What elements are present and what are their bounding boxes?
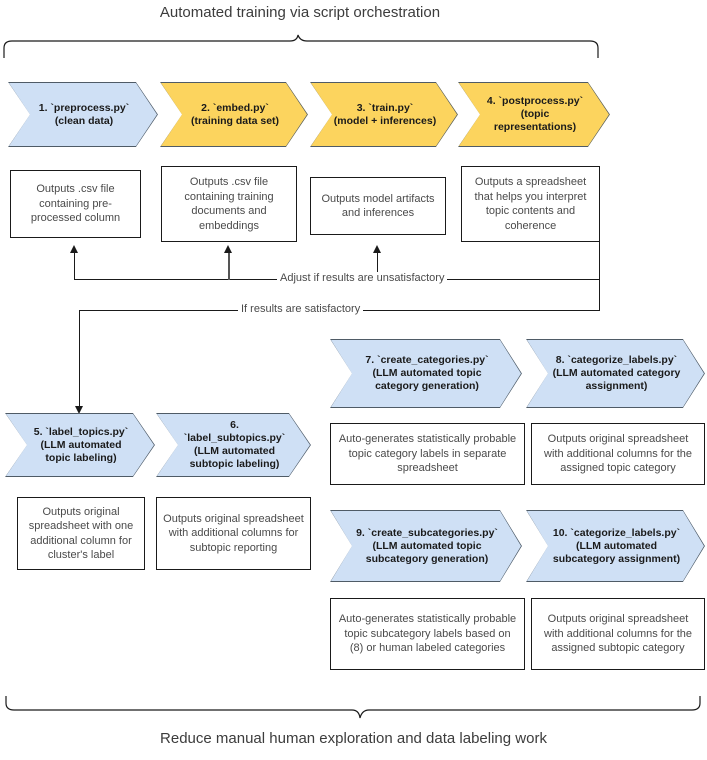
step-1-label: 1. `preprocess.py` (clean data) <box>38 101 130 127</box>
step-9-create-subcategories[interactable]: 9. `create_subcategories.py` (LLM automa… <box>330 510 522 582</box>
unsatisfactory-source-riser <box>598 242 600 280</box>
step-3-train[interactable]: 3. `train.py` (model + inferences) <box>310 82 458 147</box>
step-5-label: 5. `label_topics.py` (LLM automated topi… <box>33 425 129 464</box>
unsatisfactory-arrowhead-1 <box>70 245 78 253</box>
unsatisfactory-riser-1 <box>74 252 76 280</box>
unsatisfactory-riser-2 <box>228 252 230 280</box>
step-7-label: 7. `create_categories.py` (LLM automated… <box>365 354 489 392</box>
top-caption: Automated training via script orchestrat… <box>159 4 441 21</box>
unsatisfactory-arrowhead-2 <box>224 245 232 253</box>
step-4-label: 4. `postprocess.py` (topic representatio… <box>486 95 584 133</box>
bottom-brace <box>4 694 704 722</box>
output-8-note: Outputs original spreadsheet with additi… <box>531 423 705 485</box>
step-10-label: 10. `categorize_labels.py` (LLM automate… <box>552 526 681 565</box>
step-6-label: 6. `label_subtopics.py` (LLM automated s… <box>183 419 286 470</box>
step-6-label-subtopics[interactable]: 6. `label_subtopics.py` (LLM automated s… <box>156 413 311 477</box>
output-6-note: Outputs original spreadsheet with additi… <box>156 497 311 570</box>
unsatisfactory-label: Adjust if results are unsatisfactory <box>277 272 448 285</box>
satisfactory-arrowhead <box>75 406 83 414</box>
step-5-label-topics[interactable]: 5. `label_topics.py` (LLM automated topi… <box>5 413 155 477</box>
output-7-note: Auto-generates statistically probable to… <box>330 423 525 485</box>
step-9-label: 9. `create_subcategories.py` (LLM automa… <box>356 526 498 565</box>
satisfactory-source-riser <box>598 279 600 311</box>
top-brace <box>2 33 602 59</box>
step-2-embed[interactable]: 2. `embed.py` (training data set) <box>160 82 308 147</box>
unsatisfactory-riser-3 <box>377 252 379 280</box>
step-4-postprocess[interactable]: 4. `postprocess.py` (topic representatio… <box>458 82 610 147</box>
step-3-label: 3. `train.py` (model + inferences) <box>333 101 437 127</box>
step-1-preprocess[interactable]: 1. `preprocess.py` (clean data) <box>8 82 158 147</box>
output-4-note: Outputs a spreadsheet that helps you int… <box>461 166 600 242</box>
step-10-categorize-labels[interactable]: 10. `categorize_labels.py` (LLM automate… <box>526 510 705 582</box>
output-10-note: Outputs original spreadsheet with additi… <box>531 598 705 670</box>
output-3-note: Outputs model artifacts and inferences <box>310 177 446 235</box>
step-7-create-categories[interactable]: 7. `create_categories.py` (LLM automated… <box>330 339 522 408</box>
output-1-note: Outputs .csv file containing pre-process… <box>10 170 141 238</box>
step-2-label: 2. `embed.py` (training data set) <box>190 101 280 127</box>
unsatisfactory-arrowhead-3 <box>373 245 381 253</box>
step-8-label: 8. `categorize_labels.py` (LLM automated… <box>552 354 681 392</box>
satisfactory-label: If results are satisfactory <box>238 303 364 316</box>
output-2-note: Outputs .csv file containing training do… <box>161 166 297 242</box>
step-8-categorize-labels[interactable]: 8. `categorize_labels.py` (LLM automated… <box>526 339 705 408</box>
output-9-note: Auto-generates statistically probable to… <box>330 598 525 670</box>
output-5-note: Outputs original spreadsheet with one ad… <box>17 497 145 570</box>
bottom-caption: Reduce manual human exploration and data… <box>160 730 547 747</box>
satisfactory-drop <box>79 310 81 408</box>
